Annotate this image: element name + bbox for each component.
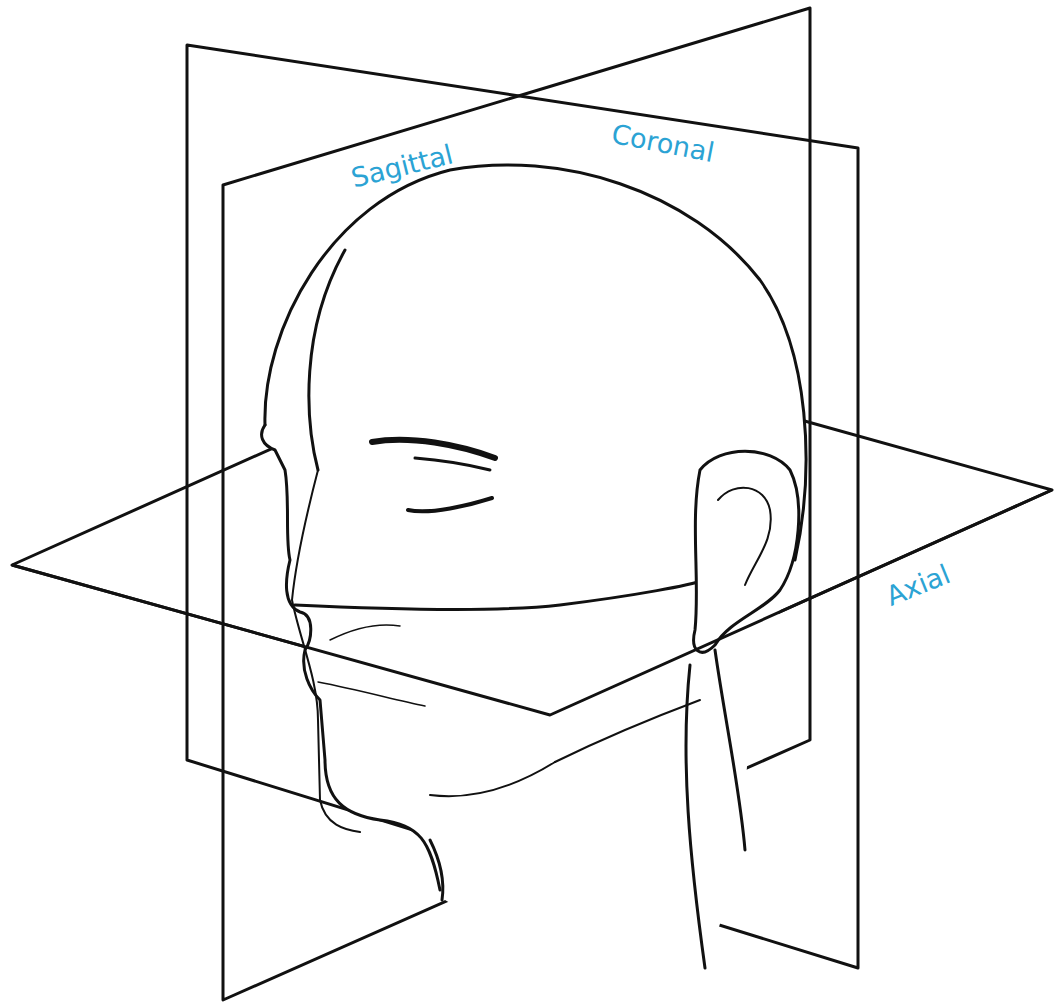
- ear: [694, 451, 799, 652]
- axial-cut: [295, 580, 705, 610]
- eye: [408, 498, 492, 511]
- axial-edge: [12, 490, 1052, 715]
- axial-front-edge: [12, 490, 1052, 715]
- face-side: [309, 250, 345, 470]
- plane-label: Axial: [880, 559, 955, 610]
- jaw: [430, 762, 555, 796]
- plane-label: Coronal: [608, 119, 719, 166]
- plane-label: Sagittal: [347, 140, 458, 192]
- ear-inner: [718, 488, 771, 585]
- eyebrow: [372, 440, 495, 458]
- head-outline: [262, 165, 806, 968]
- planes: [12, 8, 1052, 1000]
- coronal-plane: [187, 45, 858, 968]
- face-profile: [262, 425, 440, 890]
- cheek-line: [330, 625, 400, 640]
- head-fill: [262, 165, 806, 968]
- lips: [318, 682, 425, 706]
- neck-front: [430, 840, 443, 900]
- jaw-line: [555, 700, 700, 762]
- sagittal-plane: [223, 8, 810, 1000]
- neck-side: [715, 650, 745, 850]
- neck-back: [686, 665, 705, 968]
- eyebrow-lower: [415, 458, 490, 470]
